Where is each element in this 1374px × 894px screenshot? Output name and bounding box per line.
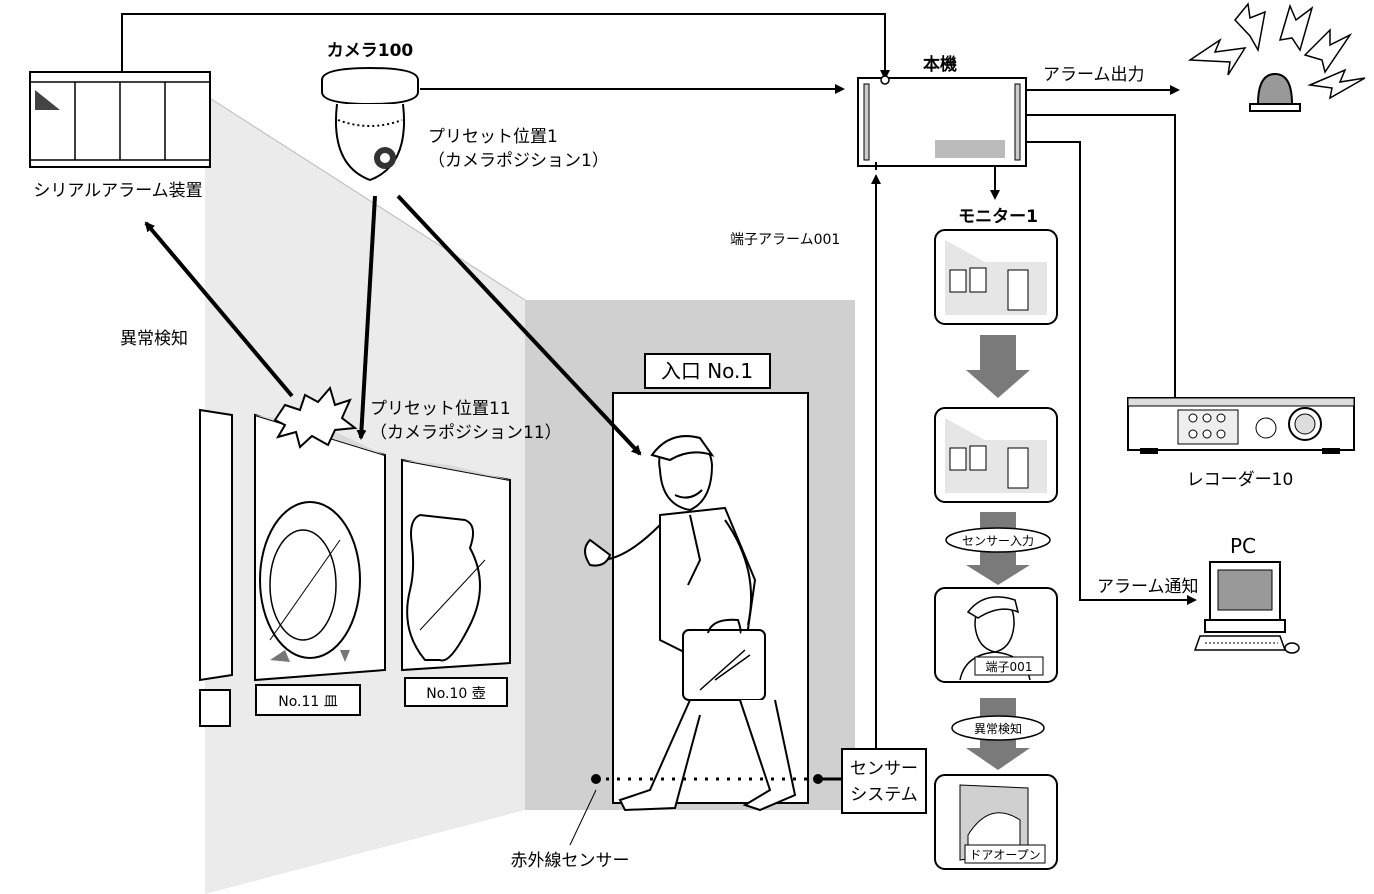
plaque-plate: No.11 皿 — [255, 684, 361, 716]
serial-alarm-device-label: シリアルアラーム装置 — [33, 181, 202, 201]
serial-to-main-line — [121, 13, 890, 80]
door-open-label: ドアオープン — [969, 848, 1040, 862]
sensor-system-box: センサー システム — [841, 748, 927, 814]
monitor-frame-3: 端子001 — [934, 587, 1058, 683]
sensor-system-label-1: センサー — [850, 759, 918, 779]
main-unit-device — [857, 75, 1027, 170]
abnormal-detect-arrow — [144, 221, 294, 398]
monitor1-label: モニター1 — [958, 207, 1038, 227]
monitor-frame-2 — [934, 407, 1058, 503]
preset1-label-1: プリセット位置1 — [428, 127, 558, 147]
infrared-beam — [569, 774, 842, 846]
abnormal-detect-tag: 異常検知 — [951, 715, 1045, 741]
man-figure — [584, 435, 797, 812]
abnormal-detect-small-label: 異常検知 — [974, 722, 1022, 736]
exhibit-case-vase — [401, 458, 511, 672]
entrance-label: 入口 No.1 — [661, 359, 753, 383]
infrared-sensor-label: 赤外線センサー — [511, 851, 630, 871]
exhibit-case-plate — [254, 413, 386, 682]
pc-icon — [1193, 561, 1300, 654]
abnormal-detect-label: 異常検知 — [120, 329, 188, 349]
main-to-pc-line — [1026, 141, 1197, 605]
monitor-frame-1 — [934, 229, 1058, 325]
alarm-output-label: アラーム出力 — [1043, 65, 1145, 85]
exhibit-case-left-partial — [199, 408, 233, 682]
main-unit-label: 本機 — [923, 54, 957, 75]
main-to-recorder-line — [1026, 114, 1176, 398]
sensor-input-label: センサー入力 — [962, 534, 1034, 548]
recorder-label: レコーダー10 — [1187, 470, 1294, 490]
sensor-system-label-2: システム — [850, 785, 918, 805]
camera-preset1-arrow — [396, 194, 642, 456]
preset1-label-2: （カメラポジション1） — [428, 151, 609, 171]
plaque-vase-label: No.10 壺 — [426, 686, 486, 702]
preset11-label-1: プリセット位置11 — [370, 399, 511, 419]
plaque-vase: No.10 壺 — [404, 677, 508, 707]
plaque-left-partial — [199, 689, 231, 727]
alarm-siren-icon — [1187, 2, 1366, 112]
camera-label: カメラ100 — [327, 41, 414, 61]
monitor-frame-4: ドアオープン — [934, 774, 1058, 870]
alarm-notify-label: アラーム通知 — [1097, 577, 1199, 597]
camera-preset11-arrow — [356, 195, 377, 440]
recorder-device — [1127, 397, 1355, 454]
serial-alarm-device — [29, 71, 211, 168]
plaque-plate-label: No.11 皿 — [278, 694, 338, 710]
sensor-input-tag: センサー入力 — [945, 527, 1051, 553]
camera-dome-icon — [321, 66, 419, 182]
terminal001-label: 端子001 — [986, 660, 1033, 674]
abnormal-burst-icon — [273, 385, 358, 449]
preset11-label-2: （カメラポジション11） — [370, 423, 562, 443]
flow-arrow-1 — [966, 335, 1030, 398]
terminal-alarm-label: 端子アラーム001 — [730, 232, 840, 248]
pc-label: PC — [1230, 534, 1256, 558]
